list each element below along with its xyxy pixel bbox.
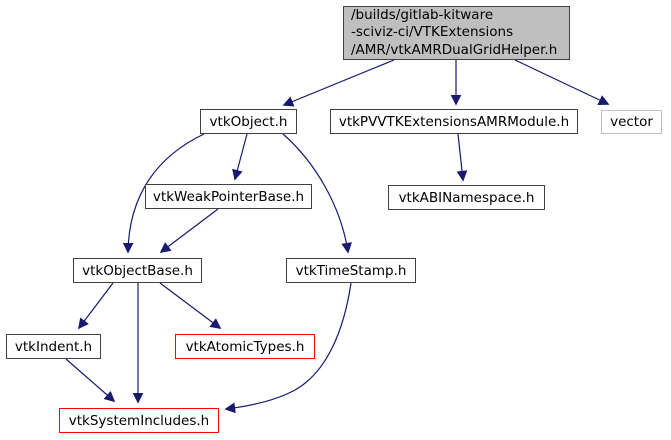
edge-amrmodule-abinamespace (456, 133, 468, 182)
node-vtkSystemIncludes-h[interactable]: vtkSystemIncludes.h (59, 408, 219, 433)
edge-vtkobject-objectbase (122, 133, 205, 254)
edge-weakpointer-objectbase (159, 208, 219, 253)
node-vtkObjectBase-h[interactable]: vtkObjectBase.h (73, 258, 202, 283)
node-vtkAMRDualGridHelper-h: /builds/gitlab-kitware -sciviz-ci/VTKExt… (343, 6, 570, 60)
node-vtkWeakPointerBase-h[interactable]: vtkWeakPointerBase.h (145, 184, 312, 209)
edge-objectbase-atomictypes (159, 282, 222, 329)
node-vtkPVVTKExtensionsAMRModule-h[interactable]: vtkPVVTKExtensionsAMRModule.h (330, 109, 578, 134)
node-vtkIndent-h[interactable]: vtkIndent.h (6, 334, 101, 359)
node-vtkObject-h[interactable]: vtkObject.h (200, 109, 297, 134)
node-vtkABINamespace-h[interactable]: vtkABINamespace.h (388, 185, 545, 210)
edge-timestamp-sysincludes (224, 282, 352, 414)
edge-vtkobject-timestamp (282, 133, 352, 254)
edge-indent-sysincludes (65, 358, 116, 403)
edge-root-vtkobject (282, 59, 395, 107)
edge-objectbase-indent (78, 282, 114, 330)
edge-root-vector (514, 59, 610, 105)
edge-vtkobject-weakpointer (232, 133, 248, 181)
node-vector: vector (601, 110, 662, 134)
node-vtkTimeStamp-h[interactable]: vtkTimeStamp.h (286, 258, 416, 283)
node-vtkAtomicTypes-h[interactable]: vtkAtomicTypes.h (175, 334, 315, 359)
